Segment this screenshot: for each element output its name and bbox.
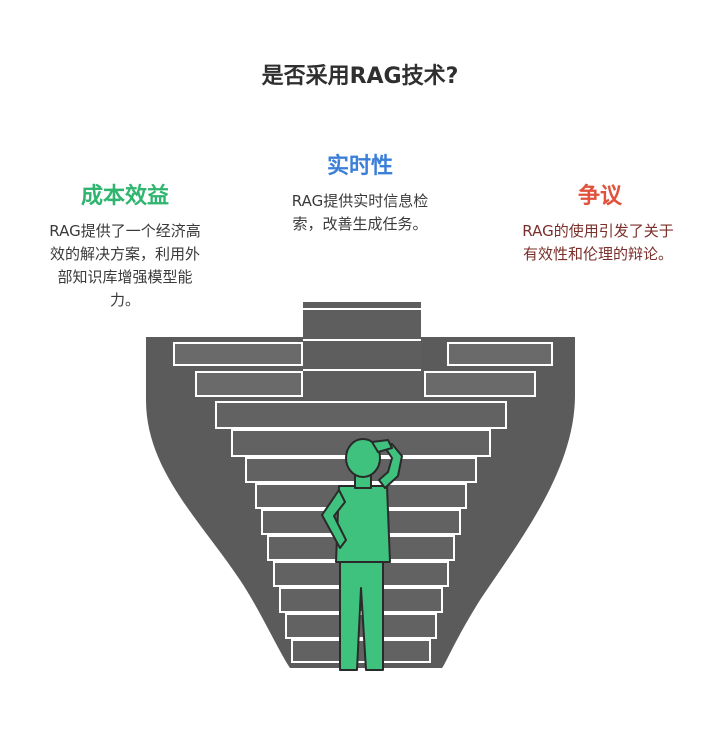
description-line: 索，改善生成任务。 xyxy=(292,215,428,233)
cost-benefit-heading: 成本效益 xyxy=(80,184,169,209)
description-line: 力。 xyxy=(109,291,140,309)
stair-step xyxy=(285,613,437,639)
description-line: RAG提供实时信息检 xyxy=(291,192,429,210)
description-line: 效的解决方案，利用外 xyxy=(49,245,200,263)
cost-benefit-description: RAG提供了一个经济高 效的解决方案，利用外 部知识库增强模型能 力。 xyxy=(30,220,220,312)
description-line: RAG提供了一个经济高 xyxy=(49,222,201,240)
right-landing xyxy=(447,342,553,366)
right-landing-step xyxy=(424,371,536,397)
stair-step xyxy=(215,401,507,429)
controversy-heading: 争议 xyxy=(577,184,622,209)
description-line: 有效性和伦理的辩论。 xyxy=(522,245,673,263)
left-landing-step xyxy=(195,371,303,397)
thinking-person-icon xyxy=(321,438,403,671)
page-title: 是否采用RAG技术? xyxy=(261,64,459,89)
stair-step xyxy=(291,639,431,663)
realtime-heading: 实时性 xyxy=(326,154,393,179)
center-tower xyxy=(303,302,421,400)
controversy-description: RAG的使用引发了关于 有效性和伦理的辩论。 xyxy=(498,220,698,266)
description-line: 部知识库增强模型能 xyxy=(57,268,193,286)
left-landing xyxy=(173,342,303,366)
realtime-description: RAG提供实时信息检 索，改善生成任务。 xyxy=(275,190,445,236)
description-line: RAG的使用引发了关于 xyxy=(522,222,674,240)
